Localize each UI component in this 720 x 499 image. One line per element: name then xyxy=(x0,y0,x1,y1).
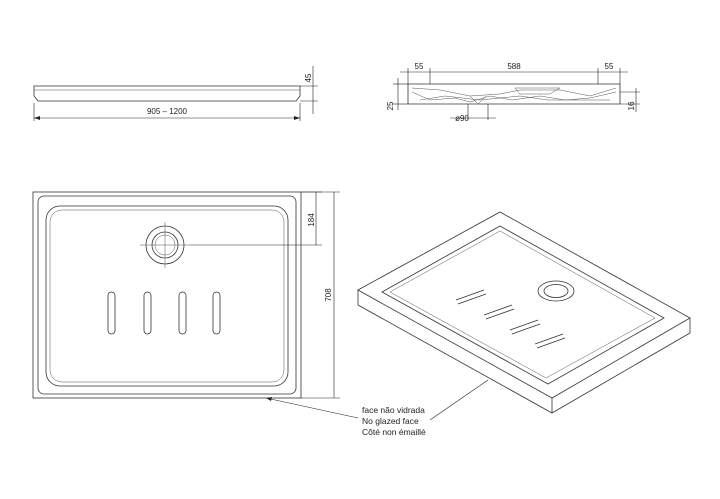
isometric-view xyxy=(357,211,691,421)
side-view: 45 905 – 1200 xyxy=(33,66,318,121)
section-right-label: 55 xyxy=(605,62,614,71)
iso-grip-strips xyxy=(455,289,566,349)
section-middle-label: 588 xyxy=(507,62,521,71)
plan-width-label: 708 xyxy=(324,288,333,302)
section-rim-label: 16 xyxy=(627,101,636,110)
glazing-note: face não vidrada No glazed face Côté non… xyxy=(362,405,426,437)
section-depth-label: 25 xyxy=(386,101,395,110)
side-height-label: 45 xyxy=(304,73,313,82)
plan-view: 184 708 xyxy=(32,191,340,399)
iso-drain-icon xyxy=(537,280,575,302)
grip-strips xyxy=(107,291,221,335)
section-left-label: 55 xyxy=(415,62,424,71)
section-view: 55 588 55 25 16 ø90 xyxy=(386,62,640,123)
note-pt: face não vidrada xyxy=(362,405,425,415)
plan-drain-offset-label: 184 xyxy=(307,213,316,227)
note-fr: Côté non émaillé xyxy=(362,427,426,437)
side-length-label: 905 – 1200 xyxy=(147,107,188,116)
section-drain-label: ø90 xyxy=(455,114,469,123)
drain-icon xyxy=(140,222,190,268)
note-en: No glazed face xyxy=(362,416,419,426)
